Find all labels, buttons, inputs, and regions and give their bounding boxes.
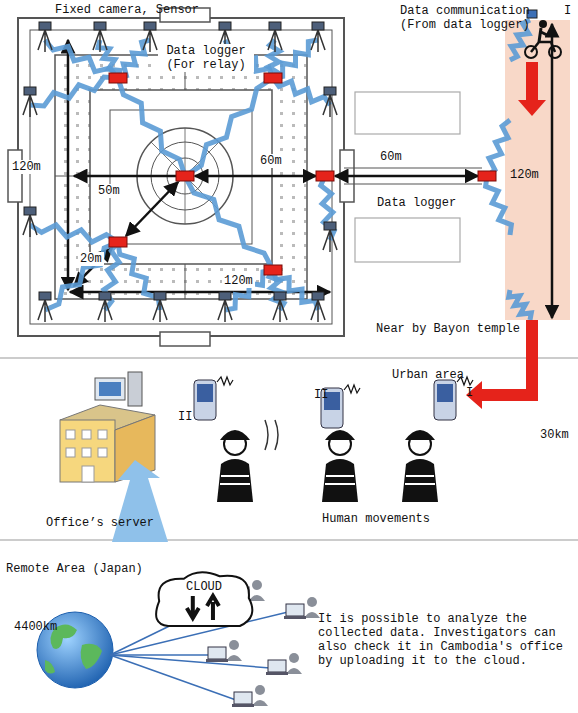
data-logger: [109, 237, 127, 247]
dimension: 50m: [96, 184, 122, 198]
callout-text: Data communication (From data logger): [400, 4, 540, 32]
place-name: Remote Area (Japan): [6, 562, 143, 576]
worker: [402, 377, 473, 502]
callout-number: I: [564, 4, 571, 18]
camera-tripod: [323, 222, 337, 252]
camera-tripod: [153, 292, 167, 322]
wireless-signal: [486, 176, 512, 235]
camera-tripod: [268, 22, 282, 52]
remote-computer: [266, 653, 302, 675]
callout-number: II: [314, 388, 328, 402]
wireless-signal: [30, 225, 118, 242]
dimension: 120m: [508, 168, 541, 182]
separator: [0, 540, 578, 541]
dimension: 20m: [78, 252, 104, 266]
data-logger: [478, 171, 496, 181]
caption-text: Human movements: [322, 512, 430, 526]
camera-tripod: [323, 87, 337, 117]
dimension: 60m: [258, 154, 284, 168]
motorbike-icon: [525, 10, 561, 58]
wireless-signal: [30, 77, 118, 106]
dimension: 120m: [10, 160, 43, 174]
place-name: Urban area: [392, 368, 464, 382]
remote-computer: [284, 597, 320, 619]
cloud-outline: [148, 566, 260, 630]
remote-computer: [232, 685, 268, 707]
worker: [321, 385, 360, 502]
camera-tripod: [98, 292, 112, 322]
worker: [194, 377, 253, 502]
callout-text: Data logger: [375, 196, 458, 210]
camera-tripod: [38, 292, 52, 322]
network: [110, 580, 320, 707]
distance-mark: [265, 420, 278, 450]
dimension-arrows: [68, 24, 552, 318]
callout-number: II: [178, 410, 192, 424]
distance: 4400km: [14, 620, 57, 634]
transport-arrow: [518, 62, 546, 116]
wireless-signal: [487, 120, 510, 176]
camera-tripod: [143, 22, 157, 52]
wireless-signal: [185, 176, 273, 270]
data-logger: [316, 171, 334, 181]
camera-tripod: [93, 22, 107, 52]
wireless-signal: [98, 40, 120, 78]
distance: 30km: [540, 428, 569, 442]
callout-number: I: [466, 386, 473, 400]
camera-tripod: [38, 22, 52, 52]
data-logger: [109, 73, 127, 83]
dimension: 60m: [378, 150, 404, 164]
callout-text: Fixed camera, Sensor: [55, 3, 199, 17]
network-line: [110, 655, 236, 700]
note-text: It is possible to analyze the collected …: [318, 612, 573, 668]
temple-plan: [8, 8, 482, 346]
cloud-label: CLOUD: [148, 566, 260, 594]
dimension: 120m: [222, 274, 255, 288]
place-name: Near by Bayon temple: [376, 322, 520, 336]
wireless-signal: [45, 242, 118, 310]
camera-tripod: [23, 87, 37, 117]
data-logger: [264, 265, 282, 275]
separator: [0, 358, 578, 359]
caption-text: Office’s server: [46, 516, 154, 530]
wireless-signal: [118, 78, 185, 176]
camera-tripod: [218, 292, 232, 322]
fixed-cameras: [23, 22, 337, 322]
route-band: [505, 20, 570, 320]
network-line: [110, 655, 270, 668]
callout-text: Data logger (For relay): [158, 44, 254, 72]
workers: [194, 377, 473, 502]
camera-tripod: [311, 292, 325, 322]
remote-computer: [206, 640, 242, 662]
wireless-signal: [509, 290, 532, 320]
camera-tripod: [311, 22, 325, 52]
camera-tripod: [23, 207, 37, 237]
camera-tripod: [273, 292, 287, 322]
data-logger: [176, 171, 194, 181]
data-logger: [264, 73, 282, 83]
data-loggers: [109, 73, 496, 275]
cloud-shape: CLOUD: [148, 566, 260, 630]
wireless-signals: [30, 20, 531, 320]
